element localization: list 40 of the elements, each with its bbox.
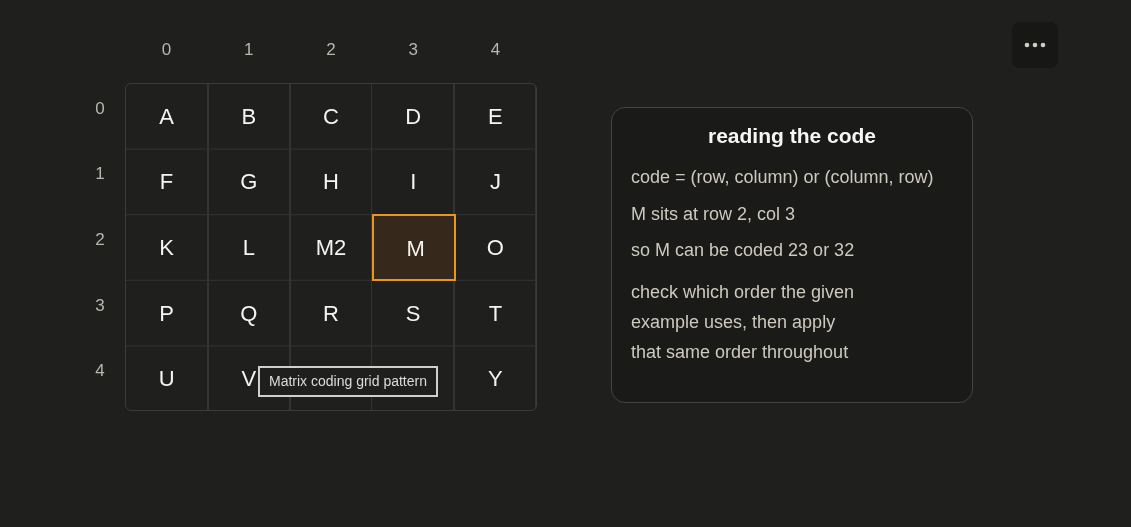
grid-letter: S [405,301,421,326]
grid-letter: F [159,170,174,195]
grid-letter: J [489,170,501,195]
grid-letter: H [323,170,339,195]
grid-letter: B [241,104,257,129]
grid-letter: L [242,236,255,260]
grid-letter: V [241,367,257,392]
grid-letter: P [159,301,174,326]
column-number: 0 [161,40,172,60]
row-number: 2 [95,230,105,250]
grid-letter: D [405,104,422,129]
grid-letter: R [323,301,339,326]
grid-letter: U [158,367,175,392]
note-text: M sits at row 2, col 3 [631,203,796,226]
grid-letter: K [159,236,174,260]
note-text: so M can be coded 23 or 32 [631,239,855,262]
row-number: 3 [95,295,105,316]
column-number: 3 [408,40,418,60]
grid-letter: Q [240,301,258,326]
grid-letter: M [406,237,425,261]
grid-letter: M2 [315,236,347,260]
column-number: 4 [490,40,501,60]
grid-letter: O [486,236,504,260]
grid-letter: E [488,104,503,129]
row-number: 4 [95,361,105,382]
grid-letter: A [159,104,174,129]
note-text: code = (row, column) or (column, row) [631,166,934,189]
grid-letter: Y [488,367,503,392]
row-number: 1 [95,164,105,185]
tooltip: Matrix coding grid pattern [258,366,438,397]
row-number: 0 [95,98,105,119]
note-text: check which order the given example uses, then apply that same order throughout [631,281,856,364]
grid-letter: T [488,301,503,326]
note-panel [611,107,973,403]
column-number: 2 [326,40,336,60]
grid-letter: I [410,170,417,195]
column-number: 1 [244,40,254,60]
grid-letter: C [323,104,339,129]
panel-heading: reading the code [707,123,877,149]
grid-letter: G [240,170,258,195]
